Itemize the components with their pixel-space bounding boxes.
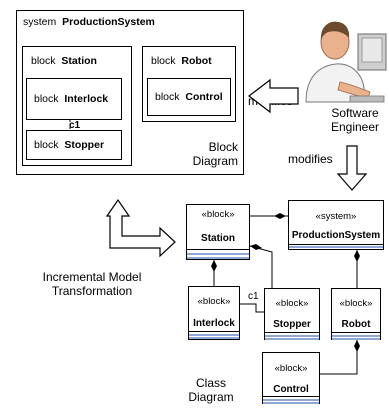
assoc-station-interlock-diamond [211, 260, 217, 272]
block-diagram-caption: Block Diagram [192, 140, 238, 168]
class-production-system-name: ProductionSystem [291, 230, 381, 241]
modifies-left-arrow [248, 78, 299, 114]
block-robot-label: block Robot [151, 55, 212, 67]
assoc-station-stopper [249, 245, 273, 288]
block-interlock[interactable]: block Interlock [26, 78, 122, 120]
software-engineer-label: Software Engineer [330, 106, 380, 134]
block-control-label: block Control [155, 91, 223, 103]
modifies-down-arrow [336, 145, 368, 191]
class-control-name: Control [273, 384, 309, 395]
modifies-down-label: modifies [288, 152, 333, 166]
class-stopper[interactable]: «block» Stopper [264, 288, 320, 340]
block-station-label: block Station [31, 55, 97, 67]
assoc-robot-control [320, 340, 358, 375]
block-control[interactable]: block Control [147, 78, 231, 116]
transformation-arrow [105, 198, 176, 258]
class-interlock-name: Interlock [193, 318, 235, 329]
assoc-robot-control-diamond [354, 340, 360, 352]
block-interlock-label: block Interlock [34, 93, 109, 105]
assoc-system-robot-diamond [354, 250, 360, 262]
assoc-interlock-stopper [240, 303, 264, 313]
class-stopper-stereotype: «block» [275, 298, 309, 309]
class-robot[interactable]: «block» Robot [331, 288, 381, 340]
block-stopper[interactable]: block Stopper [26, 130, 122, 160]
block-connector-label: c1 [69, 120, 81, 131]
class-stopper-name: Stopper [273, 319, 311, 330]
class-production-system-stereotype: «system» [315, 211, 357, 222]
class-diagram-caption: Class Diagram [188, 376, 234, 404]
class-station-name: Station [201, 233, 235, 244]
class-interlock-stereotype: «block» [197, 296, 231, 307]
class-robot-stereotype: «block» [339, 298, 373, 309]
class-control[interactable]: «block» Control [262, 352, 320, 404]
class-interlock[interactable]: «block» Interlock [188, 286, 240, 340]
class-association-label: c1 [248, 291, 259, 302]
class-production-system[interactable]: «system» ProductionSystem [288, 200, 384, 250]
block-stopper-label: block Stopper [34, 139, 105, 151]
assoc-station-system-diamond [274, 213, 286, 219]
transformation-label: Incremental Model Transformation [42, 270, 142, 298]
class-station[interactable]: «block» Station [186, 204, 250, 260]
assoc-station-stopper-diamond [250, 244, 262, 250]
system-label: system ProductionSystem [23, 16, 155, 28]
class-station-stereotype: «block» [201, 209, 235, 220]
class-control-stereotype: «block» [274, 363, 308, 374]
software-engineer-icon [305, 21, 387, 103]
class-robot-name: Robot [341, 319, 371, 330]
